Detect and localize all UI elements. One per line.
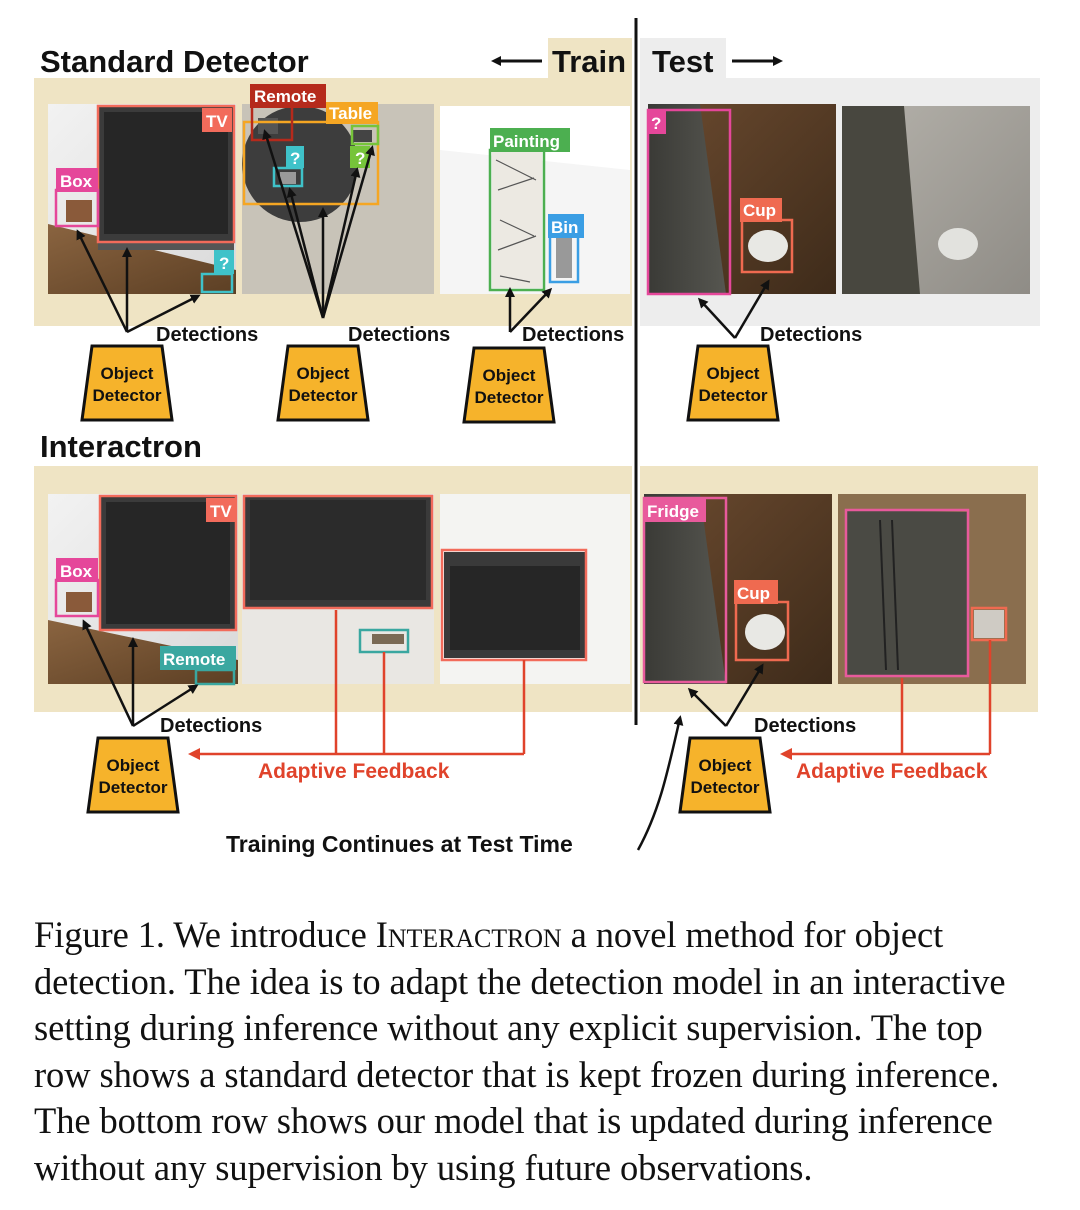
label-tv-top: TV xyxy=(206,112,228,131)
adaptive-feedback-label-test: Adaptive Feedback xyxy=(796,760,988,783)
svg-text:Detector: Detector xyxy=(691,778,760,797)
heading-interactron: Interactron xyxy=(40,429,202,464)
heading-test: Test xyxy=(652,44,713,79)
label-box-top: Box xyxy=(60,172,93,191)
figure-caption: Figure 1. We introduce Interactron a nov… xyxy=(34,912,1044,1191)
svg-text:Object: Object xyxy=(483,366,536,385)
svg-text:Detector: Detector xyxy=(475,388,544,407)
detector-top-2: Object Detector xyxy=(276,344,370,422)
label-remote-bottom: Remote xyxy=(163,650,225,669)
top-test-image-2 xyxy=(842,106,1030,294)
svg-text:Detector: Detector xyxy=(699,386,768,405)
label-fridge: Fridge xyxy=(647,502,699,521)
train-label-bg xyxy=(548,38,632,80)
detector-top-3: Object Detector xyxy=(462,346,556,424)
svg-text:Detector: Detector xyxy=(93,386,162,405)
arrows-table-detections xyxy=(262,129,375,319)
label-unknown-3: ? xyxy=(355,149,365,168)
arrows-bottom-detections xyxy=(82,619,764,728)
detector-bottom-test: Object Detector xyxy=(678,736,772,814)
detections-label-bottom-train: Detections xyxy=(160,715,262,737)
detector-bottom-train: Object Detector xyxy=(86,736,180,814)
adaptive-feedback-train-lines xyxy=(188,610,526,760)
svg-text:Object: Object xyxy=(101,364,154,383)
caption-rest: a novel method for object detection. The… xyxy=(34,914,1006,1188)
detections-label-bottom-test: Detections xyxy=(754,715,856,737)
detections-label-3: Detections xyxy=(522,324,624,346)
det-box-tv-closeup xyxy=(242,494,434,610)
label-cup-bottom: Cup xyxy=(737,584,770,603)
svg-text:Detector: Detector xyxy=(99,778,168,797)
label-cup-top: Cup xyxy=(743,201,776,220)
label-box-bottom: Box xyxy=(60,562,93,581)
top-image-tv-room xyxy=(48,104,236,294)
det-box-tv-bottom xyxy=(98,494,238,632)
heading-train: Train xyxy=(552,44,626,79)
caption-prefix: Figure 1. We introduce xyxy=(34,914,376,955)
training-continues-arrow xyxy=(636,715,684,851)
training-continues-label: Training Continues at Test Time xyxy=(226,831,573,857)
heading-standard-detector: Standard Detector xyxy=(40,44,309,79)
svg-text:Object: Object xyxy=(107,756,160,775)
adaptive-feedback-test-lines xyxy=(780,640,992,760)
label-unknown-2: ? xyxy=(290,149,300,168)
bottom-test-image-2 xyxy=(838,494,1026,684)
label-bin: Bin xyxy=(551,218,578,237)
detector-top-test: Object Detector xyxy=(686,344,780,422)
bottom-image-tv-closeup xyxy=(242,494,434,684)
figure-illustration: Standard Detector Train Test TV Box ? Ta… xyxy=(34,18,1040,857)
det-box-unknown-test xyxy=(646,108,732,296)
caption-method-name: Interactron xyxy=(375,914,562,955)
det-box-fridge-bottom-2 xyxy=(844,508,970,678)
label-remote-top: Remote xyxy=(254,87,316,106)
svg-text:Object: Object xyxy=(707,364,760,383)
detections-label-1: Detections xyxy=(156,324,258,346)
test-label-bg xyxy=(640,38,726,80)
svg-text:Detector: Detector xyxy=(289,386,358,405)
det-box-table xyxy=(242,120,380,206)
detector-top-1: Object Detector xyxy=(80,344,174,422)
svg-text:Object: Object xyxy=(699,756,752,775)
det-box-tv-far xyxy=(440,548,588,662)
det-box-unknown-3 xyxy=(350,124,380,146)
adaptive-feedback-label-train: Adaptive Feedback xyxy=(258,760,450,783)
arrows-top-detections xyxy=(76,229,770,339)
label-painting: Painting xyxy=(493,132,560,151)
label-tv-bottom: TV xyxy=(210,502,232,521)
label-table: Table xyxy=(329,104,372,123)
detections-label-2: Detections xyxy=(348,324,450,346)
bottom-image-tv-far xyxy=(440,494,630,684)
label-unknown-1: ? xyxy=(219,254,229,273)
top-image-painting xyxy=(440,106,630,294)
label-unknown-test: ? xyxy=(651,114,661,133)
detections-label-test-top: Detections xyxy=(760,324,862,346)
svg-text:Object: Object xyxy=(297,364,350,383)
